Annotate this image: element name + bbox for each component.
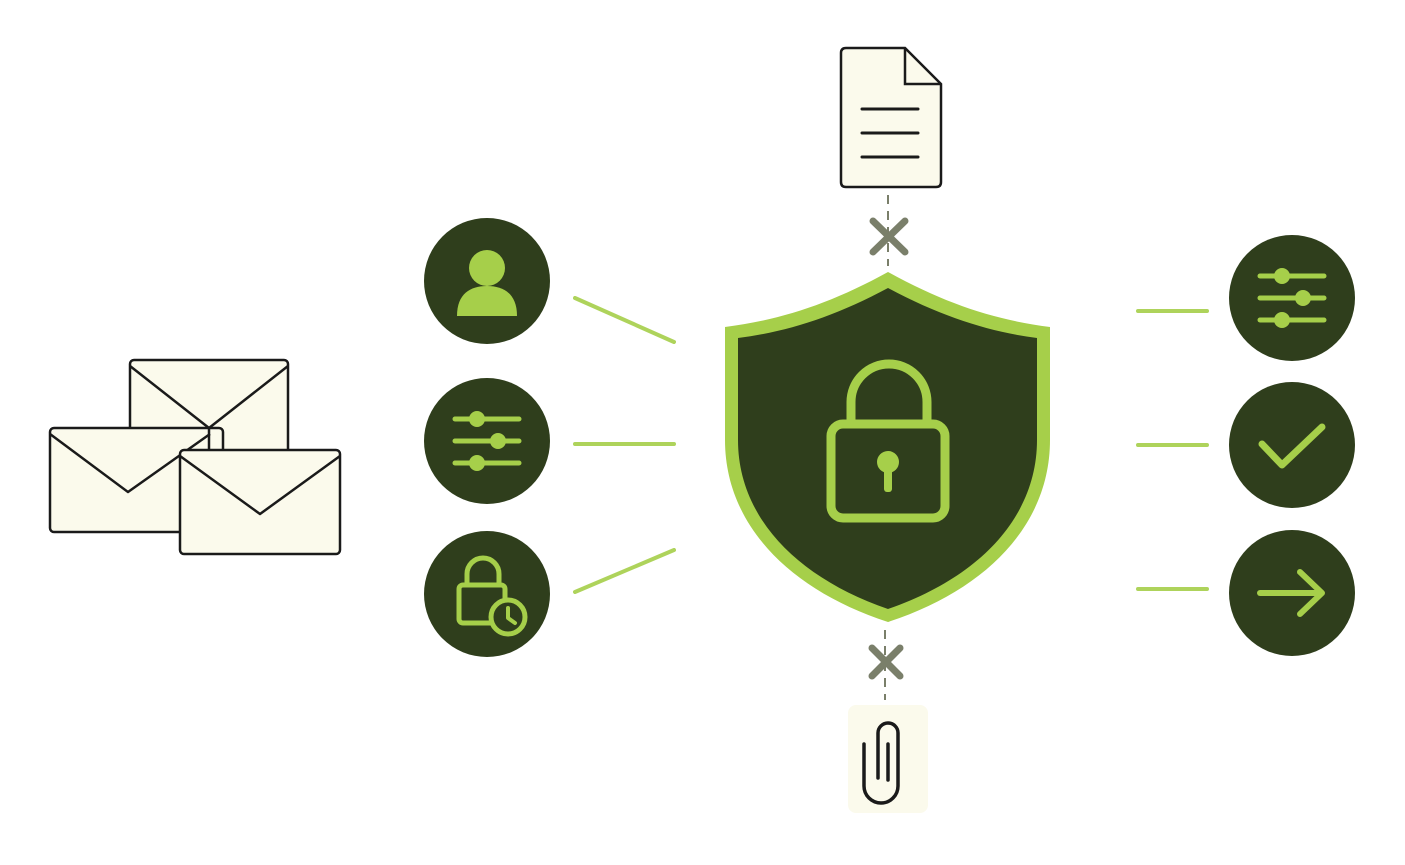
- connector-user: [573, 296, 676, 344]
- paperclip-icon: [848, 705, 928, 813]
- padlock-icon: [826, 359, 950, 523]
- left-control-sliders: [424, 378, 550, 504]
- right-outcome-check: [1229, 382, 1355, 508]
- envelope-stack-icon: [48, 358, 342, 556]
- checkmark-icon: [1258, 423, 1326, 469]
- shield-lock-icon: [725, 272, 1050, 622]
- right-outcome-sliders: [1229, 235, 1355, 361]
- arrow-right-icon: [1257, 569, 1325, 617]
- left-control-timed-lock: [424, 531, 550, 657]
- blocked-x-icon: [868, 644, 904, 680]
- right-outcome-arrow: [1229, 530, 1355, 656]
- left-control-user: [424, 218, 550, 344]
- envelope-front: [178, 448, 342, 556]
- user-icon: [457, 250, 517, 316]
- right-connectors: [1136, 309, 1209, 591]
- sliders-icon: [452, 411, 522, 471]
- blocked-x-icon: [869, 217, 909, 256]
- timed-lock-icon: [456, 555, 528, 637]
- sliders-icon: [1257, 268, 1327, 328]
- document-blocked-connector: [869, 195, 909, 266]
- connector-timed-lock: [573, 548, 676, 594]
- shield-inner: [738, 288, 1037, 609]
- paperclip-blocked-connector: [868, 630, 904, 700]
- document-icon: [839, 46, 943, 189]
- left-connectors: [573, 296, 676, 594]
